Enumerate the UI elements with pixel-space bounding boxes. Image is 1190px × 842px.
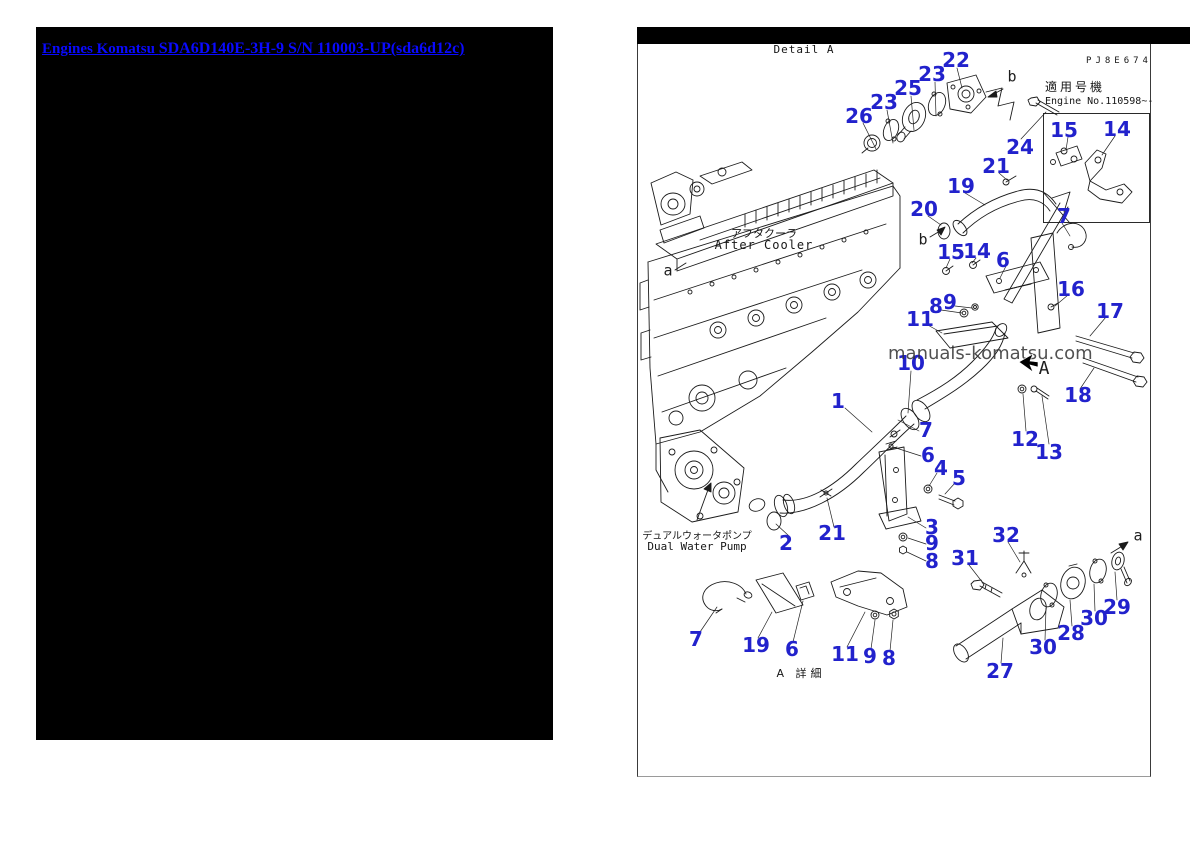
left-black-panel: Engines Komatsu SDA6D140E-3H-9 S/N 11000… (36, 27, 553, 740)
reference-arrow-drawing (1003, 191, 1071, 304)
detail-a-top-label: Detail A (773, 43, 835, 56)
page-top-bar (637, 27, 1190, 44)
pipe-bracket-drawing (878, 446, 964, 555)
main-water-pipe-drawing (766, 321, 1009, 531)
leader-lines (699, 67, 1118, 664)
applicability-box (1043, 113, 1150, 223)
bottom-left-detail-drawing (702, 570, 908, 620)
bottom-right-connection-drawing (953, 541, 1132, 663)
after-cooler-jp-label: アフタクーラ (731, 227, 797, 240)
watermark-text: manuals-komatsu.com (888, 343, 1093, 364)
top-detail-drawing (861, 74, 1060, 238)
diagram-page-frame (637, 44, 1151, 777)
after-cooler-en-label: After Cooler (714, 238, 814, 252)
applicability-engine-no: Engine No.110598~- (1045, 96, 1154, 107)
detail-a-bottom-label: A 詳細 (776, 667, 826, 680)
applicability-box-drawing (1042, 145, 1133, 223)
engine-block-drawing (639, 161, 901, 445)
water-pump-drawing (655, 429, 766, 523)
dual-water-pump-jp-label: デュアルウォータポンプ (642, 531, 752, 542)
manual-title-prefix: Engines Komatsu (42, 41, 159, 57)
upper-hose-drawing (937, 175, 1087, 250)
manual-title-model: SDA6D140E-3H-9 S/N 110003-UP(sda6d12c) (158, 40, 465, 57)
drawing-code: PJ8E674 (1086, 56, 1152, 66)
dual-water-pump-en-label: Dual Water Pump (647, 540, 747, 553)
applicability-jp-label: 適用号機 (1045, 80, 1106, 94)
right-brackets-drawing (942, 232, 1148, 400)
manual-title-link[interactable]: Engines Komatsu SDA6D140E-3H-9 S/N 11000… (42, 40, 465, 58)
